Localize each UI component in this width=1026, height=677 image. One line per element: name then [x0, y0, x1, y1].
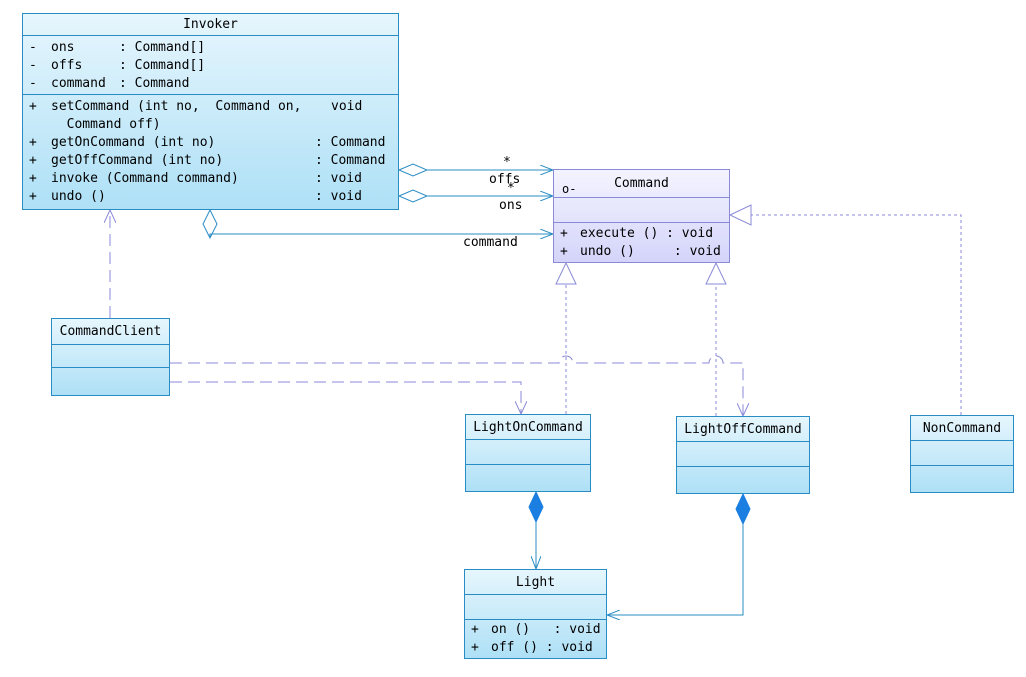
- class-name: LightOffCommand: [677, 417, 809, 442]
- association-offs: [397, 163, 553, 177]
- class-name: NonCommand: [911, 416, 1013, 441]
- class-light-off-command[interactable]: LightOffCommand: [676, 416, 810, 494]
- operation-row: +undo (): void: [29, 189, 362, 204]
- attributes-section: [465, 595, 606, 620]
- interface-command[interactable]: o- Command +execute () : void +undo () :…: [553, 169, 730, 263]
- operation-row: +setCommand (int no, Command on,void: [29, 99, 363, 114]
- class-non-command[interactable]: NonCommand: [910, 415, 1014, 493]
- composition-lighton-light: [528, 490, 544, 569]
- attributes-section: [554, 198, 729, 223]
- class-light[interactable]: Light +on () : void +off () : void: [464, 569, 607, 659]
- ons-role-label: ons: [499, 198, 523, 213]
- attribute-row: -command: Command: [29, 76, 190, 91]
- class-name: CommandClient: [52, 319, 169, 345]
- class-command-client[interactable]: CommandClient: [51, 318, 170, 396]
- dependency-client-lightoff: [170, 355, 743, 416]
- class-name: o- Command: [554, 170, 729, 198]
- attributes-section: [677, 442, 809, 467]
- class-light-on-command[interactable]: LightOnCommand: [465, 414, 591, 492]
- association-command: [202, 208, 553, 240]
- command-role-label: command: [463, 235, 518, 250]
- class-name: Invoker: [23, 14, 398, 36]
- operation-row: +getOffCommand (int no): Command: [29, 153, 386, 168]
- operation-row: +off () : void: [471, 640, 593, 655]
- operation-row: +undo () : void: [560, 244, 721, 259]
- class-name: LightOnCommand: [466, 415, 590, 440]
- operations-section: +setCommand (int no, Command on,void Com…: [23, 95, 398, 206]
- association-ons: [397, 189, 553, 203]
- dependency-client-lighton: [170, 381, 521, 414]
- realization-noncommand: [728, 204, 962, 415]
- interface-icon: o-: [562, 182, 577, 196]
- attributes-section: [466, 440, 590, 465]
- operations-section: +execute () : void +undo () : void: [554, 223, 729, 261]
- operation-row: +execute () : void: [560, 226, 714, 241]
- operation-row: +getOnCommand (int no): Command: [29, 135, 386, 150]
- attribute-row: -offs: Command[]: [29, 58, 206, 73]
- attributes-section: [52, 345, 169, 368]
- realization-lighton: [555, 261, 577, 414]
- attributes-section: [911, 441, 1013, 466]
- offs-multiplicity: *: [503, 155, 511, 170]
- operation-row: +on () : void: [471, 622, 601, 637]
- class-name: Light: [465, 570, 606, 595]
- class-invoker[interactable]: Invoker -ons: Command[] -offs: Command[]…: [22, 13, 399, 210]
- attribute-row: -ons: Command[]: [29, 40, 206, 55]
- realization-lightoff: [705, 261, 727, 416]
- operation-row: Command off): [51, 117, 161, 132]
- composition-lightoff-light: [607, 492, 751, 615]
- operations-section: +on () : void +off () : void: [465, 620, 606, 657]
- operation-row: +invoke (Command command): void: [29, 171, 362, 186]
- attributes-section: -ons: Command[] -offs: Command[] -comman…: [23, 36, 398, 95]
- offs-role-label: offs: [489, 172, 521, 187]
- ons-multiplicity: *: [507, 181, 515, 196]
